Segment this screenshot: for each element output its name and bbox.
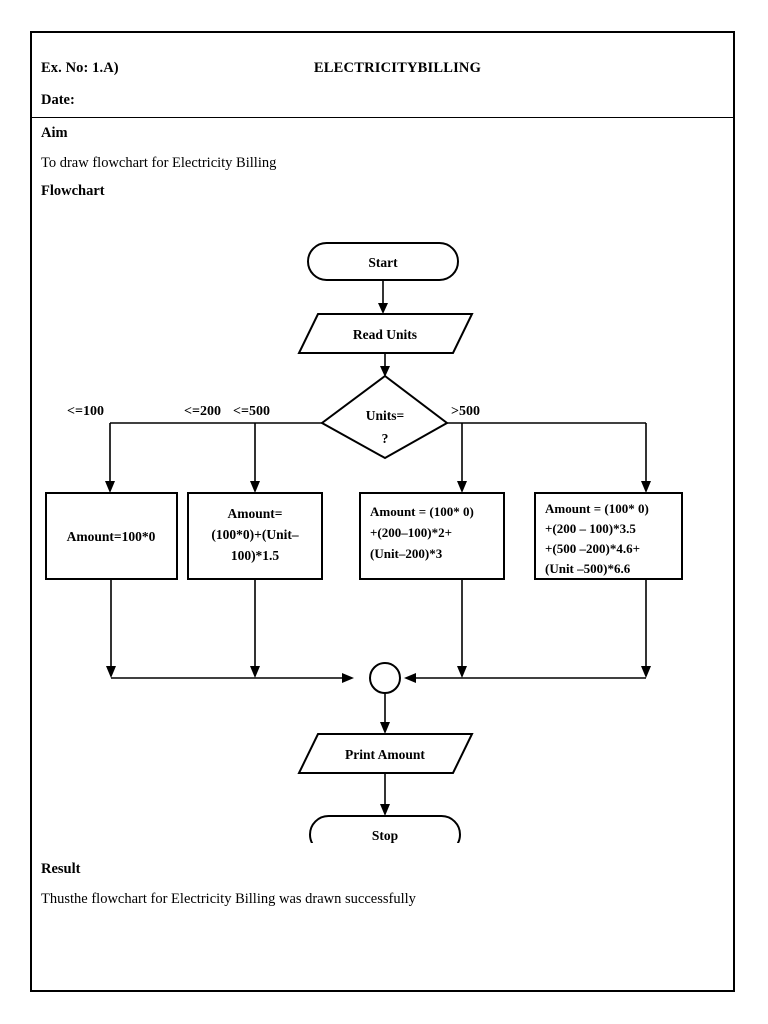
node-merge-connector bbox=[369, 662, 401, 694]
node-process-4-line-3: (Unit –500)*6.6 bbox=[545, 561, 631, 576]
node-print-amount: Print Amount bbox=[297, 733, 474, 774]
edge-merge-bus bbox=[106, 579, 651, 683]
node-process-3-line-2: (Unit–200)*3 bbox=[370, 546, 443, 561]
node-process-4-line-1: +(200 – 100)*3.5 bbox=[545, 521, 636, 536]
node-decision-line1: Units= bbox=[366, 408, 404, 423]
node-read-units-label: Read Units bbox=[353, 327, 417, 342]
date-label: Date: bbox=[41, 92, 75, 108]
node-process-1-line-0: Amount=100*0 bbox=[67, 529, 156, 544]
node-process-3-line-0: Amount = (100* 0) bbox=[370, 504, 474, 519]
node-decision: Units= ? bbox=[320, 374, 449, 460]
branch-bus-left bbox=[105, 422, 322, 493]
edge-print-to-stop bbox=[380, 773, 390, 816]
branch-label-lte200: <=200 bbox=[184, 404, 221, 419]
node-process-2-line-0: Amount= bbox=[228, 506, 283, 521]
branch-bus-second bbox=[250, 423, 260, 493]
exercise-number: Ex. No: 1.A) bbox=[41, 60, 119, 76]
flowchart-diagram: Start Read Units Units= ? bbox=[45, 242, 683, 843]
node-start-label: Start bbox=[368, 255, 398, 270]
node-process-4-line-0: Amount = (100* 0) bbox=[545, 501, 649, 516]
branch-label-lte500: <=500 bbox=[233, 404, 270, 419]
document-page: Ex. No: 1.A) ELECTRICITYBILLING Date: Ai… bbox=[30, 31, 735, 992]
edge-merge-to-print bbox=[380, 693, 390, 734]
node-process-3: Amount = (100* 0) +(200–100)*2+ (Unit–20… bbox=[359, 492, 505, 580]
node-print-amount-label: Print Amount bbox=[345, 747, 425, 762]
node-stop-label: Stop bbox=[372, 828, 398, 843]
node-read-units: Read Units bbox=[297, 313, 474, 354]
node-process-2-line-1: (100*0)+(Unit– bbox=[211, 527, 298, 542]
node-process-2-line-2: 100)*1.5 bbox=[231, 548, 280, 563]
node-process-2: Amount= (100*0)+(Unit– 100)*1.5 bbox=[187, 492, 323, 580]
result-heading: Result bbox=[41, 861, 81, 877]
branch-label-lte100: <=100 bbox=[67, 404, 104, 419]
node-stop: Stop bbox=[309, 815, 461, 843]
aim-text: To draw flowchart for Electricity Billin… bbox=[41, 155, 277, 171]
flowchart-heading: Flowchart bbox=[41, 183, 105, 199]
branch-label-gt500: >500 bbox=[451, 404, 480, 419]
node-process-4-line-2: +(500 –200)*4.6+ bbox=[545, 541, 640, 556]
edge-read-to-decision bbox=[380, 353, 390, 377]
aim-heading: Aim bbox=[41, 125, 68, 141]
node-process-4: Amount = (100* 0) +(200 – 100)*3.5 +(500… bbox=[534, 492, 683, 580]
branch-bus-right bbox=[447, 422, 651, 493]
page-title: ELECTRICITYBILLING bbox=[313, 60, 482, 76]
node-process-3-line-1: +(200–100)*2+ bbox=[370, 525, 452, 540]
node-decision-line2: ? bbox=[382, 431, 389, 446]
edge-start-to-read bbox=[378, 280, 388, 314]
header-divider bbox=[32, 117, 733, 118]
node-start: Start bbox=[307, 242, 459, 281]
result-text: Thusthe flowchart for Electricity Billin… bbox=[41, 891, 416, 907]
node-process-1: Amount=100*0 bbox=[45, 492, 178, 580]
